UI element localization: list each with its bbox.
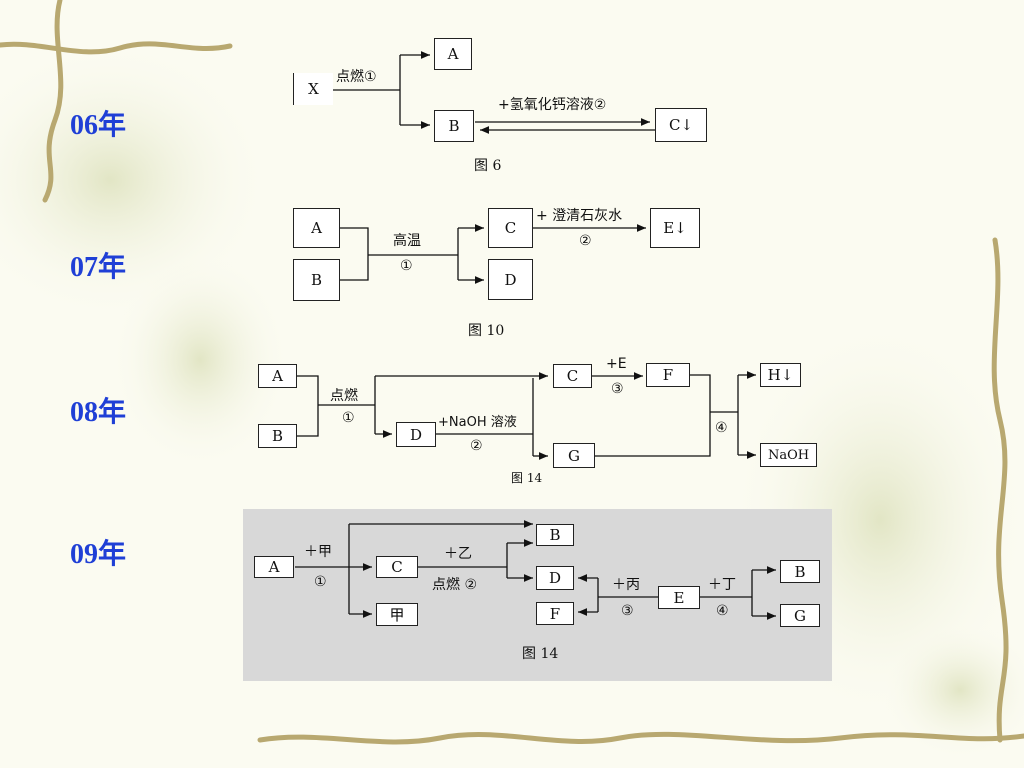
fig08-box-b: B xyxy=(258,424,297,448)
fig06-box-c: C↓ xyxy=(655,108,707,142)
fig06-label-step1: 点燃① xyxy=(336,69,377,85)
year-label-2006: 06年 xyxy=(70,110,127,141)
fig09-box-b-top: B xyxy=(536,524,574,546)
fig06-label-step2: +氢氧化钙溶液② xyxy=(498,97,607,113)
fig08-box-g: G xyxy=(553,443,595,468)
fig07-box-a: A xyxy=(293,208,340,248)
floral-watermark xyxy=(110,250,290,470)
fig08-label-reagent-naoh: +NaOH 溶液 xyxy=(438,415,517,430)
year-label-2008: 08年 xyxy=(70,397,127,428)
connector xyxy=(690,374,711,412)
fig08-label-burn: 点燃 xyxy=(330,388,358,404)
fig08-label-step4: ④ xyxy=(715,420,728,436)
fig07-box-e: E↓ xyxy=(650,208,700,248)
vine-ornament xyxy=(0,41,233,55)
fig08-box-f: F xyxy=(646,363,690,387)
floral-watermark xyxy=(0,40,270,320)
fig07-label-step2: ② xyxy=(579,233,592,249)
fig08-box-h: H↓ xyxy=(760,363,801,387)
fig08-box-a: A xyxy=(258,364,297,388)
fig09-box-f: F xyxy=(536,602,574,625)
vine-ornament xyxy=(991,237,1009,743)
fig09-box-c: C xyxy=(376,556,418,578)
fig09-box-e: E xyxy=(658,586,700,609)
fig09-label-step4: ④ xyxy=(716,603,729,619)
year-label-2009: 09年 xyxy=(70,539,127,570)
fig06-box-a: A xyxy=(434,38,472,70)
connector xyxy=(340,227,369,255)
vine-ornament xyxy=(257,731,1024,745)
fig09-box-g: G xyxy=(780,604,820,627)
fig07-caption: 图 10 xyxy=(468,323,505,339)
fig07-box-b: B xyxy=(293,259,340,301)
fig07-label-reagent: + 澄清石灰水 xyxy=(536,208,623,224)
fig09-box-jia: 甲 xyxy=(376,603,418,626)
fig09-box-d: D xyxy=(536,566,574,590)
fig09-label-plus-jia: ＋甲 xyxy=(304,544,332,560)
fig09-caption: 图 14 xyxy=(522,646,559,662)
fig08-label-step1: ① xyxy=(342,410,355,426)
fig08-label-reagent-e: +E xyxy=(606,356,627,372)
fig08-label-step2: ② xyxy=(470,438,483,454)
fig09-box-a: A xyxy=(254,556,294,578)
fig08-box-c: C xyxy=(553,364,592,388)
fig09-label-plus-yi: ＋乙 xyxy=(444,546,472,562)
fig09-label-burn-step2: 点燃 ② xyxy=(432,577,478,593)
fig06-box-b: B xyxy=(434,110,474,142)
fig09-label-plus-bing: ＋丙 xyxy=(612,577,640,593)
connector xyxy=(297,405,319,437)
fig07-box-c: C xyxy=(488,208,533,248)
connector xyxy=(595,412,711,457)
fig08-caption: 图 14 xyxy=(511,471,543,485)
fig08-box-d: D xyxy=(396,422,436,447)
fig06-box-x: X xyxy=(293,73,333,105)
fig09-box-b-right: B xyxy=(780,560,820,583)
fig07-label-condition: 高温 xyxy=(393,233,421,249)
fig07-label-step1: ① xyxy=(400,258,413,274)
fig06-caption: 图 6 xyxy=(474,158,502,174)
vine-ornament xyxy=(42,0,64,203)
floral-watermark xyxy=(880,620,1024,760)
fig07-box-d: D xyxy=(488,259,533,300)
fig08-label-step3: ③ xyxy=(611,381,624,397)
connector xyxy=(297,375,319,405)
connector xyxy=(340,255,369,281)
fig08-box-naoh: NaOH xyxy=(760,443,817,467)
fig09-label-plus-ding: ＋丁 xyxy=(708,577,736,593)
fig09-label-step3: ③ xyxy=(621,603,634,619)
year-label-2007: 07年 xyxy=(70,252,127,283)
fig09-label-step1: ① xyxy=(314,574,327,590)
